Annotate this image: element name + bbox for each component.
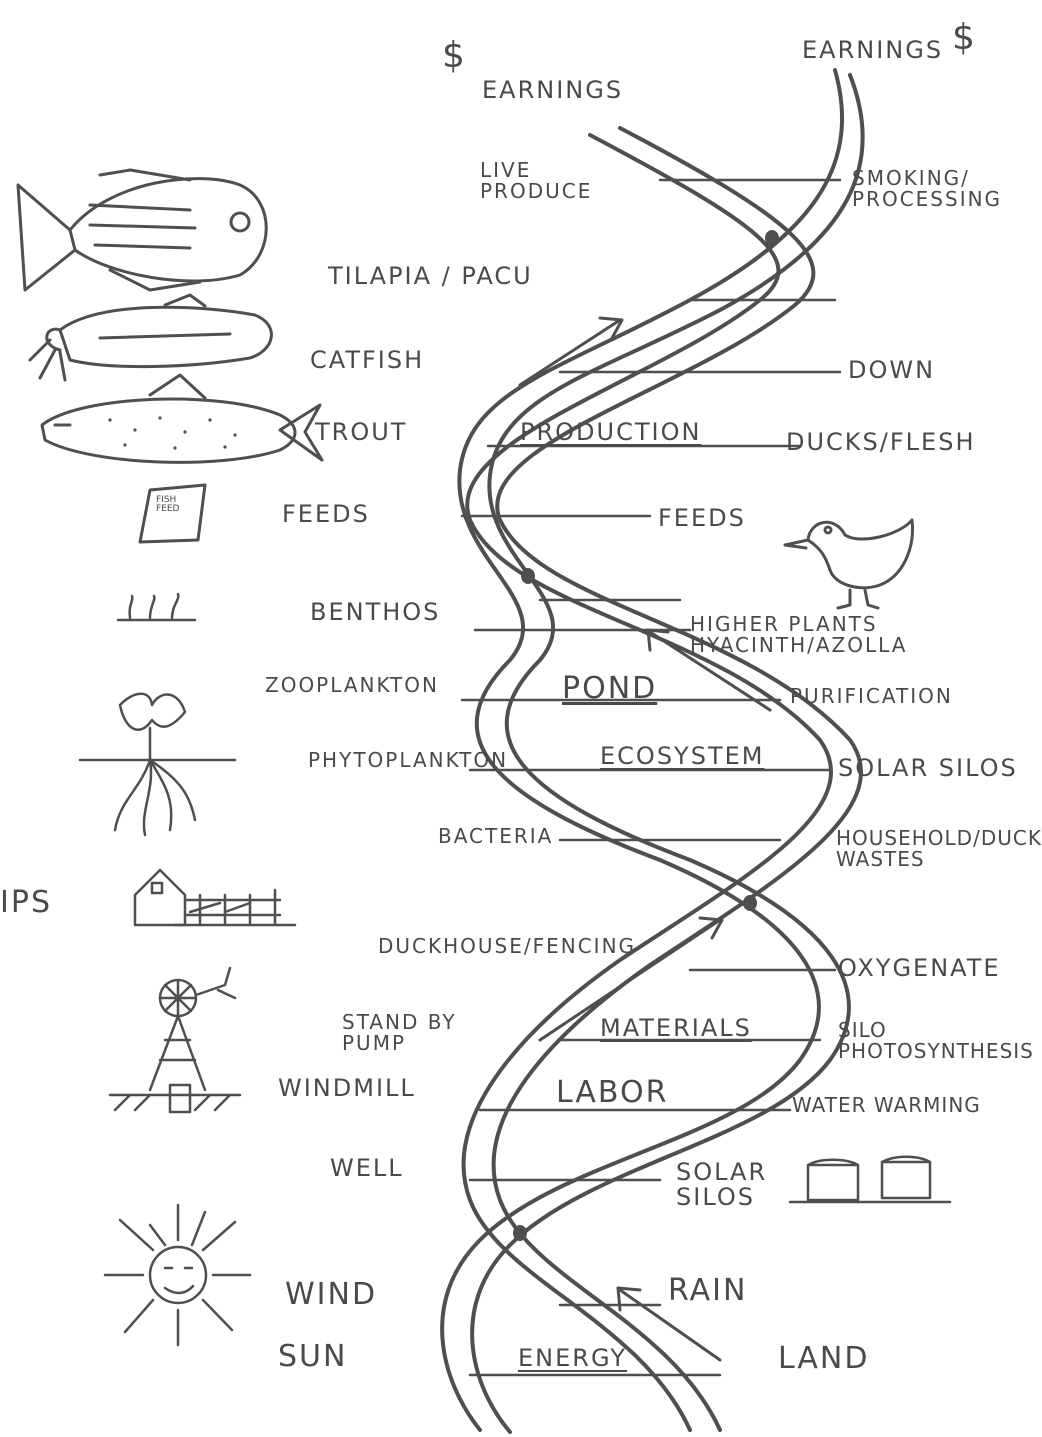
tilapia-pacu-label: TILAPIA / PACU xyxy=(328,264,533,288)
purification-label: PURIFICATION xyxy=(790,686,953,706)
duck-icon xyxy=(785,520,913,608)
phytoplankton-label: PHYTOPLANKTON xyxy=(308,750,508,770)
catfish-label: CATFISH xyxy=(310,348,424,372)
trout-label: TROUT xyxy=(315,420,407,444)
duckhouse-fencing-label: DUCKHOUSE/FENCING xyxy=(378,936,636,956)
trout-icon xyxy=(42,375,322,462)
duckhouse-icon xyxy=(135,870,295,925)
silo-photosynthesis-label: SILO PHOTOSYNTHESIS xyxy=(838,1020,1034,1062)
solar-silo-icon xyxy=(790,1157,950,1202)
zooplankton-label: ZOOPLANKTON xyxy=(265,675,439,695)
bacteria-label: BACTERIA xyxy=(438,826,553,846)
sun-label: SUN xyxy=(278,1342,347,1372)
feed-bag-text: FISH FEED xyxy=(156,496,179,515)
oxygenate-label: OXYGENATE xyxy=(838,956,1001,980)
sun-icon xyxy=(105,1205,250,1345)
solar-silos-label: SOLAR SILOS xyxy=(838,756,1018,780)
feeds-label-right: FEEDS xyxy=(658,506,746,530)
phytoplankton-icon xyxy=(80,694,235,835)
pond-label: POND xyxy=(562,674,657,704)
water-warming-label: WATER WARMING xyxy=(792,1095,981,1115)
wind-label: WIND xyxy=(285,1280,377,1310)
solar-silos-label-2: SOLAR SILOS xyxy=(676,1160,767,1210)
production-label: PRODUCTION xyxy=(520,420,701,444)
land-label: LAND xyxy=(778,1344,869,1374)
feeds-label-left: FEEDS xyxy=(282,502,370,526)
materials-label: MATERIALS xyxy=(600,1016,752,1040)
windmill-icon xyxy=(110,968,240,1112)
earnings-label-right: EARNINGS xyxy=(802,38,943,62)
standby-pump-label: STAND BY PUMP xyxy=(342,1012,457,1054)
windmill-label: WINDMILL xyxy=(278,1076,416,1100)
benthos-icon xyxy=(118,594,195,620)
down-label: DOWN xyxy=(848,358,935,382)
dollar-sign-left: $ xyxy=(442,38,467,74)
household-duck-wastes-label: HOUSEHOLD/DUCK WASTES xyxy=(836,828,1042,870)
labor-label: LABOR xyxy=(556,1078,668,1108)
higher-plants-label: HIGHER PLANTS HYACINTH/AZOLLA xyxy=(690,614,907,656)
rain-label: RAIN xyxy=(668,1276,747,1306)
benthos-label: BENTHOS xyxy=(310,600,440,624)
ips-label: IPS xyxy=(0,888,52,918)
catfish-icon xyxy=(30,295,271,380)
well-label: WELL xyxy=(330,1156,404,1180)
ducks-flesh-label: DUCKS/FLESH xyxy=(786,430,975,454)
smoking-processing-label: SMOKING/ PROCESSING xyxy=(852,168,1002,210)
helix-rungs xyxy=(462,180,840,1375)
energy-label: ENERGY xyxy=(518,1346,627,1370)
dollar-sign-right: $ xyxy=(952,20,977,56)
ecosystem-label: ECOSYSTEM xyxy=(600,744,764,768)
earnings-label-left: EARNINGS xyxy=(482,78,623,102)
tilapia-fish-icon xyxy=(18,170,266,290)
live-produce-label: LIVE PRODUCE xyxy=(480,160,592,202)
